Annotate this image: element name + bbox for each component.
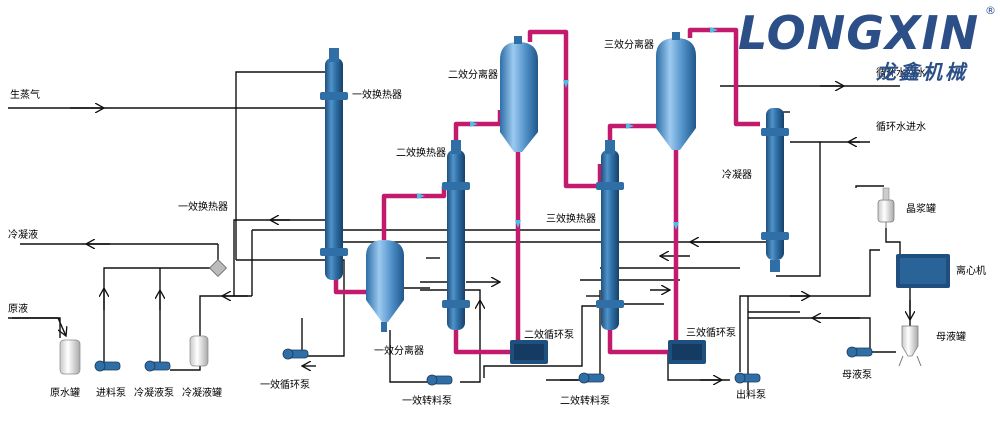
label-mother-tank: 母液罐 — [936, 330, 966, 343]
labels: 生蒸气 冷凝液 原液 原水罐 进料泵 冷凝液泵 冷凝液罐 一效换热器 一效换热器… — [8, 38, 986, 407]
logo-chinese-name: 龙鑫机械 — [876, 60, 968, 84]
label-separator2: 二效分离器 — [448, 68, 498, 81]
label-hx3: 三效换热器 — [546, 212, 596, 225]
centrifuge — [896, 254, 950, 288]
third-effect-heat-exchanger — [596, 140, 624, 330]
condenser — [761, 108, 789, 272]
longxin-logo: LONGXIN ® 龙鑫机械 — [738, 4, 996, 88]
label-centrifuge: 离心机 — [956, 264, 986, 277]
feed-pump-shape — [94, 360, 121, 372]
label-transfer-pump2: 二效转料泵 — [560, 394, 610, 407]
circulation-pump-1-shape — [282, 348, 309, 360]
third-effect-circulation-pump — [668, 340, 706, 364]
label-condensate-tank: 冷凝液罐 — [182, 386, 222, 399]
label-live-steam: 生蒸气 — [10, 88, 40, 101]
second-effect-separator — [500, 36, 538, 152]
label-condensate-pump: 冷凝液泵 — [134, 386, 174, 399]
transfer-pump-2-shape — [578, 372, 605, 384]
label-separator1: 一效分离器 — [374, 344, 424, 357]
raw-water-tank — [59, 339, 81, 375]
label-mother-pump: 母液泵 — [842, 368, 872, 381]
logo-wordmark: LONGXIN — [738, 6, 980, 60]
valve — [208, 258, 228, 278]
label-raw-liquid: 原液 — [8, 302, 28, 315]
label-hx2: 二效换热器 — [396, 146, 446, 159]
label-circ-pump2: 二效循环泵 — [524, 328, 574, 341]
label-discharge-pump: 出料泵 — [736, 388, 766, 401]
label-separator3: 三效分离器 — [604, 38, 654, 51]
condensate-tank — [189, 335, 209, 367]
label-transfer-pump1: 一效转料泵 — [402, 394, 452, 407]
discharge-pump-shape — [734, 372, 761, 384]
small-pumps — [94, 346, 873, 386]
first-effect-separator — [366, 240, 404, 332]
label-hx1-left: 一效换热器 — [178, 200, 228, 213]
label-circ-pump3: 三效循环泵 — [686, 326, 736, 339]
third-effect-separator — [656, 32, 696, 150]
registered-mark-icon: ® — [985, 4, 996, 17]
label-crystal-tank: 晶浆罐 — [906, 202, 936, 215]
mother-liquor-tank — [898, 325, 922, 367]
flow-direction-arrows — [417, 27, 718, 230]
label-cooling-in: 循环水进水 — [876, 120, 926, 133]
label-condenser: 冷凝器 — [722, 168, 752, 181]
mother-pump-shape — [846, 346, 873, 358]
label-raw-tank: 原水罐 — [50, 386, 80, 399]
second-effect-heat-exchanger — [442, 140, 470, 330]
process-lines — [8, 71, 910, 390]
first-effect-heat-exchanger — [320, 48, 348, 280]
label-circ-pump1: 一效循环泵 — [260, 378, 310, 391]
crystal-slurry-tank — [877, 187, 895, 228]
label-condensate: 冷凝液 — [8, 228, 38, 241]
condensate-pump-shape — [144, 360, 171, 372]
label-feed-pump: 进料泵 — [96, 386, 126, 399]
label-cooling-out: 循环水回水 — [876, 66, 926, 79]
second-effect-circulation-pump — [510, 340, 548, 364]
label-hx1-top: 一效换热器 — [352, 88, 402, 101]
transfer-pump-1-shape — [426, 374, 453, 386]
